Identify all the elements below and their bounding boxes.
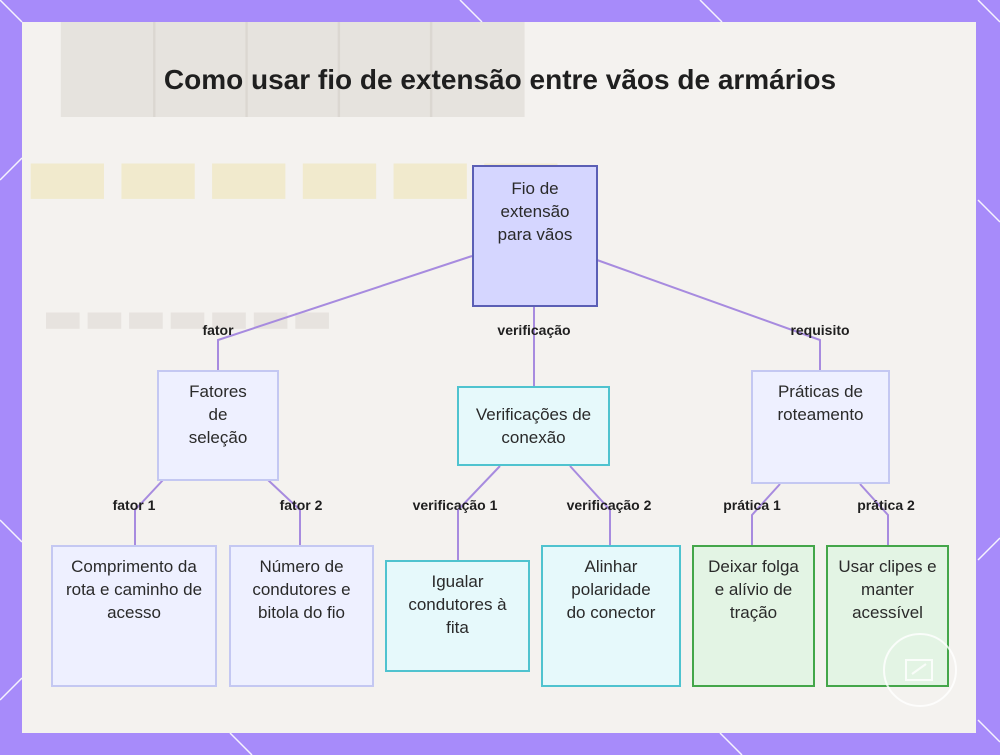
edge-label-verificacao-1: verificação 1 xyxy=(412,497,498,513)
node-align-polarity: Alinhar polaridade do conector xyxy=(541,545,681,687)
edge-selection-conductors xyxy=(267,479,301,545)
node-selection-factors: Fatores de seleção xyxy=(157,370,279,481)
edge-selection-length xyxy=(134,479,164,545)
node-leave-slack: Deixar folga e alívio de tração xyxy=(692,545,815,687)
node-routing-label: Práticas de roteamento xyxy=(777,382,864,424)
edge-label-verificacao-2: verificação 2 xyxy=(566,497,652,513)
edge-root-routing xyxy=(596,259,821,370)
edge-label-requisito: requisito xyxy=(790,322,850,338)
node-conductor-count: Número de condutores e bitola do fio xyxy=(229,545,374,687)
node-match-conductors: Igualar condutores à fita xyxy=(385,560,530,672)
node-route-length: Comprimento da rota e caminho de acesso xyxy=(51,545,217,687)
edge-label-verificacao: verificação xyxy=(497,322,571,338)
node-root: Fio de extensão para vãos xyxy=(472,165,598,307)
node-routing-practices: Práticas de roteamento xyxy=(751,370,890,484)
node-connection-checks: Verificações de conexão xyxy=(457,386,610,466)
edge-label-pratica-1: prática 1 xyxy=(723,497,781,513)
node-root-label: Fio de extensão para vãos xyxy=(497,179,573,244)
node-clips-label: Usar clipes e manter acessível xyxy=(838,557,937,622)
edge-label-pratica-2: prática 2 xyxy=(857,497,915,513)
edge-label-fator-2: fator 2 xyxy=(279,497,323,513)
node-use-clips: Usar clipes e manter acessível xyxy=(826,545,949,687)
watermark-icon xyxy=(883,633,957,707)
node-polarity-label: Alinhar polaridade do conector xyxy=(566,557,656,622)
edge-routing-clips xyxy=(859,483,889,545)
edge-verification-match xyxy=(457,465,501,560)
node-conductors-label: Número de condutores e bitola do fio xyxy=(252,557,351,622)
node-selection-label: Fatores de seleção xyxy=(188,382,248,447)
node-length-label: Comprimento da rota e caminho de acesso xyxy=(65,557,203,622)
node-slack-label: Deixar folga e alívio de tração xyxy=(708,557,799,622)
edge-label-fator-1: fator 1 xyxy=(112,497,156,513)
edge-routing-slack xyxy=(751,483,781,545)
node-verification-label: Verificações de conexão xyxy=(475,405,592,447)
diagram-title: Como usar fio de extensão entre vãos de … xyxy=(163,64,837,95)
edge-root-selection xyxy=(217,255,473,370)
edge-label-fator: fator xyxy=(202,322,234,338)
node-match-label: Igualar condutores à fita xyxy=(408,572,507,637)
edge-verification-polarity xyxy=(569,465,611,545)
